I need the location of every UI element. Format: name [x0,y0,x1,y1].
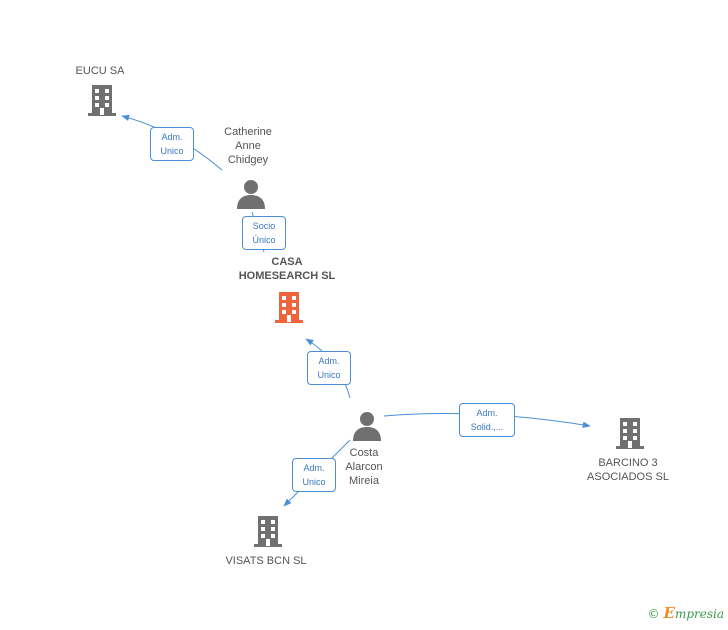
empresia-logo[interactable]: ©Empresia [648,604,725,622]
building-icon[interactable] [273,290,305,326]
person-icon[interactable] [352,410,382,442]
building-icon[interactable] [86,83,118,119]
brand-initial: E [663,604,675,622]
edge-label-costa-visats[interactable]: Adm. Unico [292,458,336,492]
copyright-symbol: © [647,607,660,621]
building-icon[interactable] [252,514,284,550]
node-label-catherine[interactable]: Catherine Anne Chidgey [224,126,272,166]
edge-label-costa-barcino[interactable]: Adm. Solid.,... [459,403,515,437]
edge-label-costa-casa[interactable]: Adm. Unico [307,351,351,385]
building-icon[interactable] [614,416,646,452]
node-label-costa[interactable]: Costa Alarcon Mireia [345,447,383,487]
node-label-casa[interactable]: CASA HOMESEARCH SL [238,256,336,282]
node-label-eucu[interactable]: EUCU SA [75,65,125,77]
brand-name: mpresia [674,607,724,621]
person-icon[interactable] [236,178,266,210]
edge-label-catherine-eucu[interactable]: Adm. Unico [150,127,194,161]
node-label-barcino[interactable]: BARCINO 3 ASOCIADOS SL [587,457,669,483]
node-label-visats[interactable]: VISATS BCN SL [225,555,307,567]
edge-label-catherine-casa[interactable]: Socio Único [242,216,286,250]
